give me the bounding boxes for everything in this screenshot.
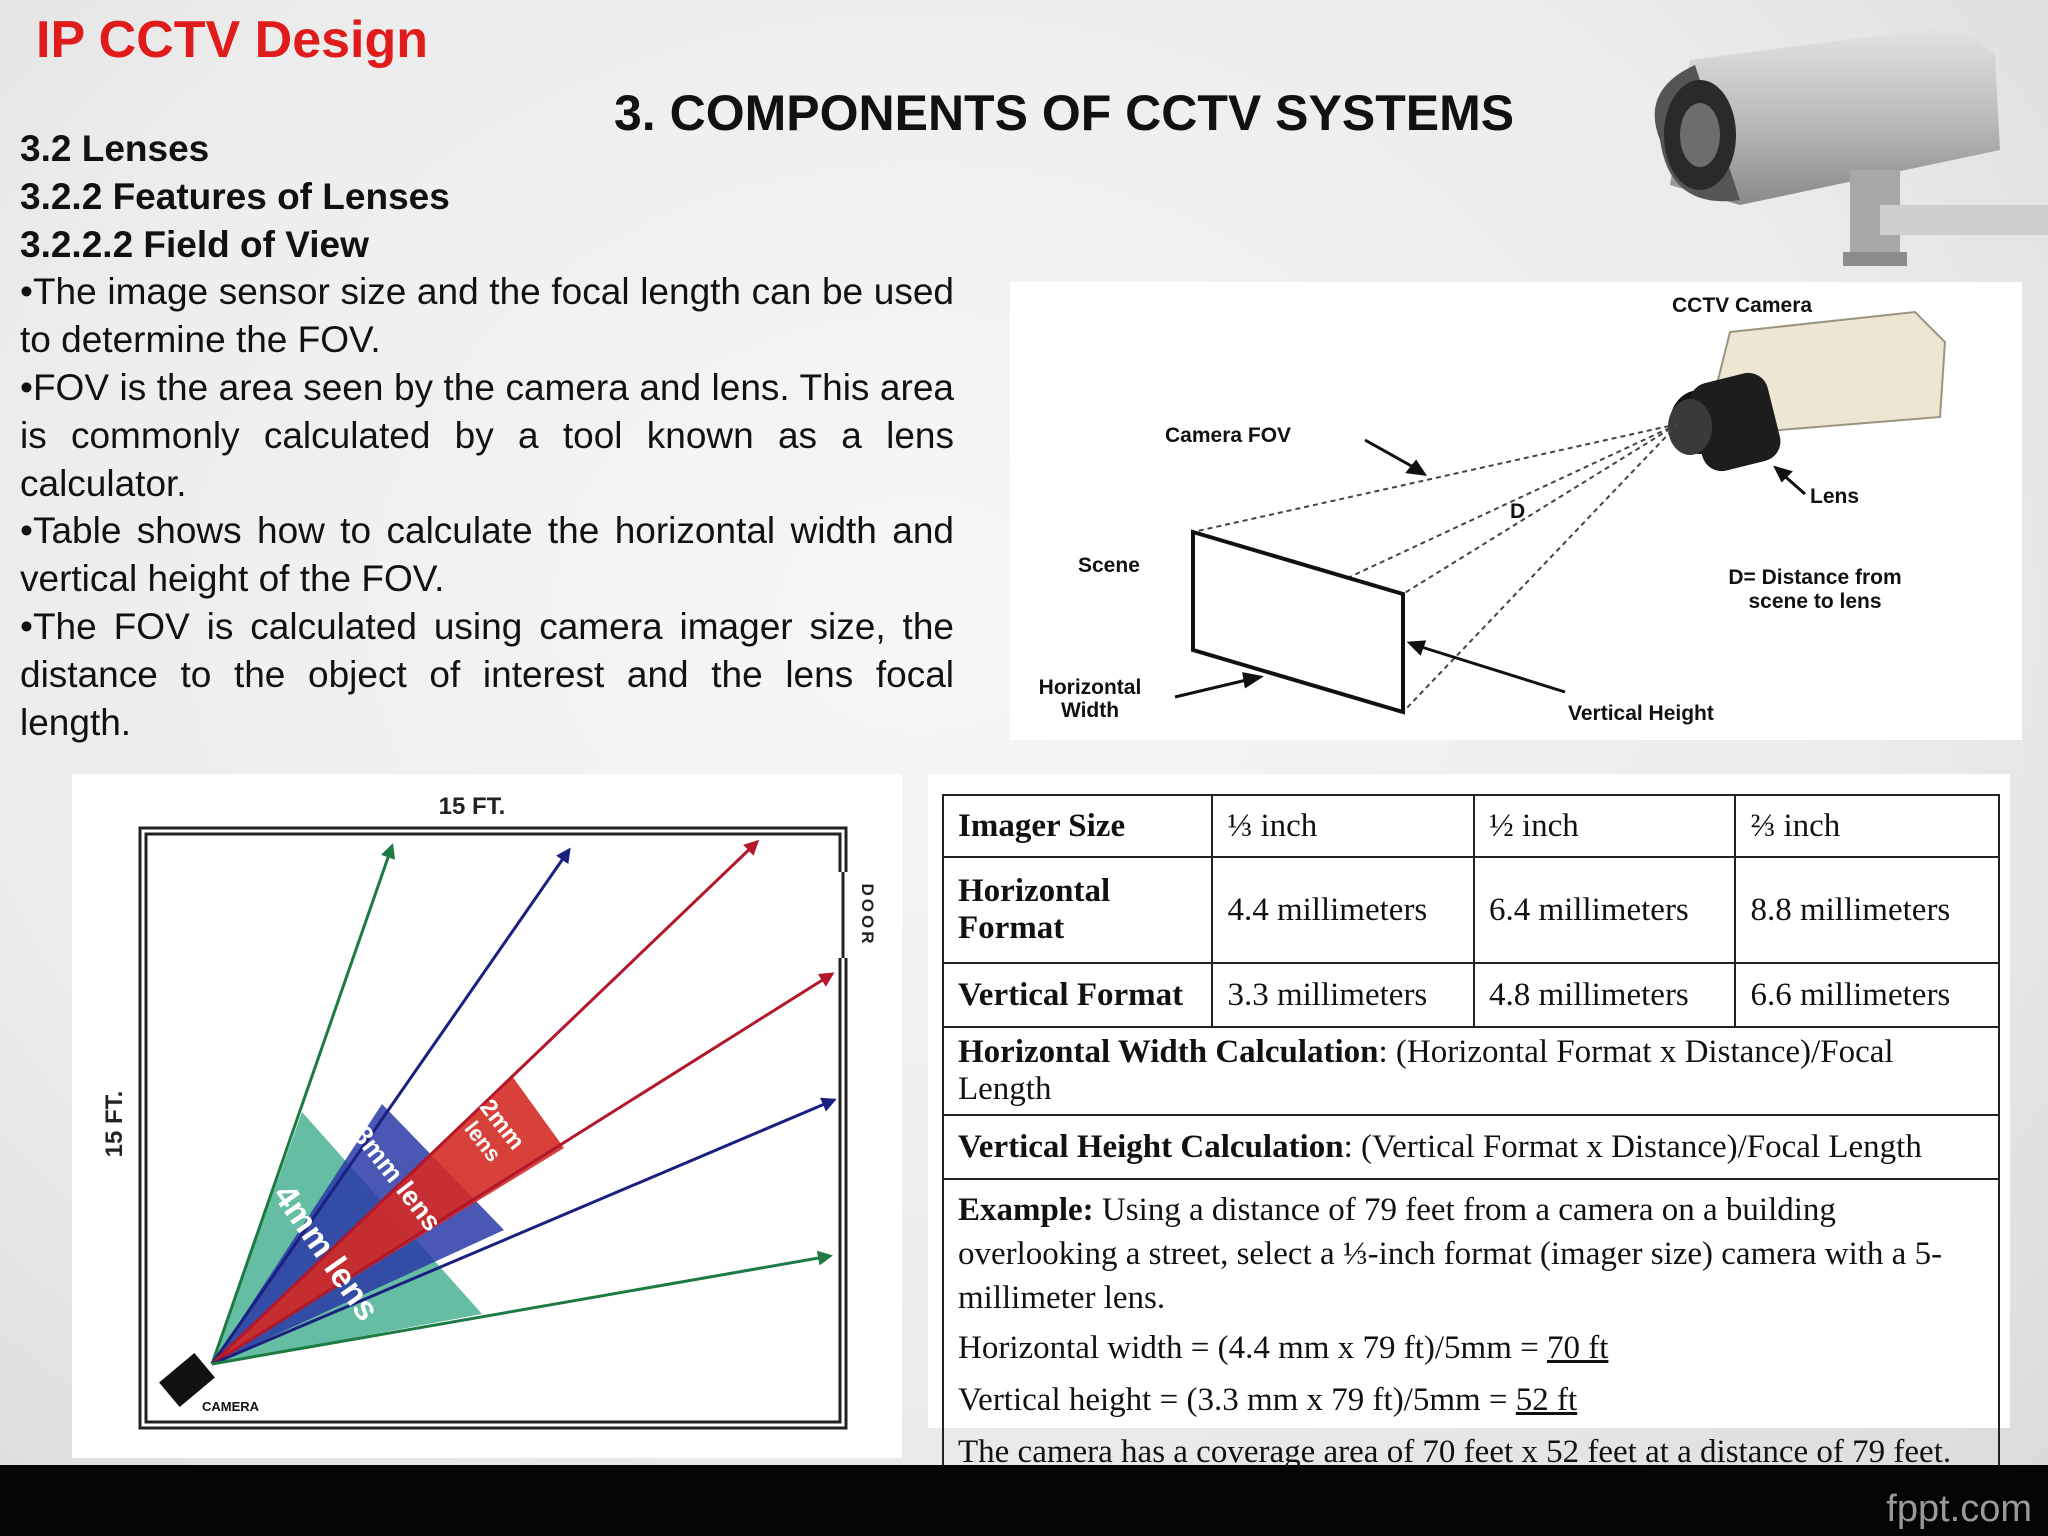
- table-cell: Horizontal Width Calculation: (Horizonta…: [942, 1026, 2000, 1116]
- hw-example-formula: Horizontal width = (4.4 mm x 79 ft)/5mm …: [958, 1330, 1547, 1366]
- bullet-3: •Table shows how to calculate the horizo…: [20, 510, 954, 600]
- fov-camera-illustration: [1668, 310, 1947, 472]
- label-lens: Lens: [1810, 485, 1859, 508]
- table-cell: 6.6 millimeters: [1734, 962, 2000, 1028]
- table-cell: 6.4 millimeters: [1472, 856, 1737, 964]
- table-cell: ⅔ inch: [1734, 794, 2000, 858]
- example-body: Using a distance of 79 feet from a camer…: [958, 1192, 1943, 1316]
- camera-icon: [159, 1352, 215, 1408]
- example-label: Example:: [958, 1192, 1094, 1228]
- table-cell: Example: Using a distance of 79 feet fro…: [942, 1178, 2000, 1484]
- fov-wedge-12mm: [212, 1076, 564, 1364]
- table-cell: 8.8 millimeters: [1734, 856, 2000, 964]
- vh-calc-formula: : (Vertical Format x Distance)/Focal Len…: [1343, 1128, 1922, 1165]
- bullet-1: •The image sensor size and the focal len…: [20, 271, 954, 361]
- cctv-camera-image: [1654, 25, 2048, 266]
- label-cctv-camera: CCTV Camera: [1672, 294, 1812, 317]
- table-cell: Vertical Format: [941, 962, 1214, 1028]
- table-cell: Vertical Height Calculation: (Vertical F…: [942, 1114, 2000, 1180]
- footer-bar: [0, 1465, 2048, 1536]
- horizontal-label: Horizontal: [958, 873, 1111, 909]
- body-text: 3.2 Lenses 3.2.2 Features of Lenses 3.2.…: [20, 125, 954, 746]
- fov-calculation-table: Imager Size ⅓ inch ½ inch ⅔ inch Horizon…: [941, 794, 2000, 1484]
- brand-title: IP CCTV Design: [36, 11, 429, 69]
- table-cell: ½ inch: [1472, 794, 1737, 858]
- watermark: fppt.com: [1886, 1488, 2032, 1530]
- format-label: Format: [958, 910, 1065, 946]
- vh-calc-label: Vertical Height Calculation: [958, 1128, 1344, 1165]
- label-distance-d: D: [1510, 500, 1525, 523]
- heading-lenses: 3.2 Lenses: [20, 128, 210, 169]
- label-scene: Scene: [1078, 554, 1140, 577]
- label-width: Width: [1061, 699, 1119, 722]
- table-cell: Horizontal Format: [941, 856, 1214, 964]
- label-vertical-height: Vertical Height: [1568, 702, 1714, 725]
- table-row-vh-calc: Vertical Height Calculation: (Vertical F…: [942, 1114, 2000, 1180]
- vh-example-value: 52 ft: [1515, 1382, 1578, 1418]
- label-top-dimension: 15 FT.: [439, 793, 506, 820]
- vh-example: Vertical height = (3.3 mm x 79 ft)/5mm =…: [958, 1378, 1984, 1422]
- label-door: DOOR: [858, 884, 877, 947]
- table-row-horizontal-format: Horizontal Format 4.4 millimeters 6.4 mi…: [941, 856, 2000, 964]
- label-camera-fov: Camera FOV: [1165, 424, 1291, 447]
- lens-comparison-diagram: CAMERA 15 FT. 15 FT. DOOR 4mm lens 8mm l…: [72, 774, 902, 1458]
- hw-example: Horizontal width = (4.4 mm x 79 ft)/5mm …: [958, 1326, 1984, 1370]
- hw-example-value: 70 ft: [1547, 1330, 1609, 1366]
- fov-table-container: Imager Size ⅓ inch ½ inch ⅔ inch Horizon…: [928, 774, 2010, 1484]
- hw-calc-formula: : (Horizontal Format x Distance)/Focal L…: [958, 1034, 1894, 1107]
- table-cell: Imager Size: [941, 794, 1214, 858]
- vh-example-formula: Vertical height = (3.3 mm x 79 ft)/5mm =: [958, 1382, 1516, 1418]
- bullet-2: •FOV is the area seen by the camera and …: [20, 366, 954, 504]
- hw-calc-label: Horizontal Width Calculation: [958, 1034, 1379, 1070]
- scene-plane: [1191, 529, 1405, 715]
- table-cell: 4.4 millimeters: [1211, 856, 1475, 964]
- table-cell: 4.8 millimeters: [1472, 962, 1737, 1028]
- label-camera: CAMERA: [202, 1399, 260, 1414]
- table-cell: 3.3 millimeters: [1211, 962, 1475, 1028]
- table-row-hw-calc: Horizontal Width Calculation: (Horizonta…: [942, 1026, 2000, 1116]
- table-cell: ⅓ inch: [1211, 794, 1475, 858]
- slide-title: 3. COMPONENTS OF CCTV SYSTEMS: [614, 85, 1515, 141]
- heading-features: 3.2.2 Features of Lenses: [20, 175, 450, 217]
- label-d-definition-1: D= Distance from: [1728, 566, 1901, 589]
- example-text: Example: Using a distance of 79 feet fro…: [958, 1188, 1984, 1320]
- coverage-text: The camera has a coverage area of 70 fee…: [958, 1434, 1952, 1470]
- table-row-example: Example: Using a distance of 79 feet fro…: [942, 1178, 2000, 1484]
- label-d-definition-2: scene to lens: [1748, 590, 1881, 613]
- table-row-imager-size: Imager Size ⅓ inch ½ inch ⅔ inch: [941, 794, 2000, 858]
- fov-diagram: CCTV Camera Camera FOV D Lens Scene D= D…: [1010, 282, 2022, 740]
- bullet-4: •The FOV is calculated using camera imag…: [20, 605, 954, 743]
- heading-fov: 3.2.2.2 Field of View: [20, 223, 369, 265]
- label-side-dimension: 15 FT.: [101, 1091, 128, 1158]
- table-row-vertical-format: Vertical Format 3.3 millimeters 4.8 mill…: [941, 962, 2000, 1028]
- label-horizontal: Horizontal: [1039, 676, 1142, 699]
